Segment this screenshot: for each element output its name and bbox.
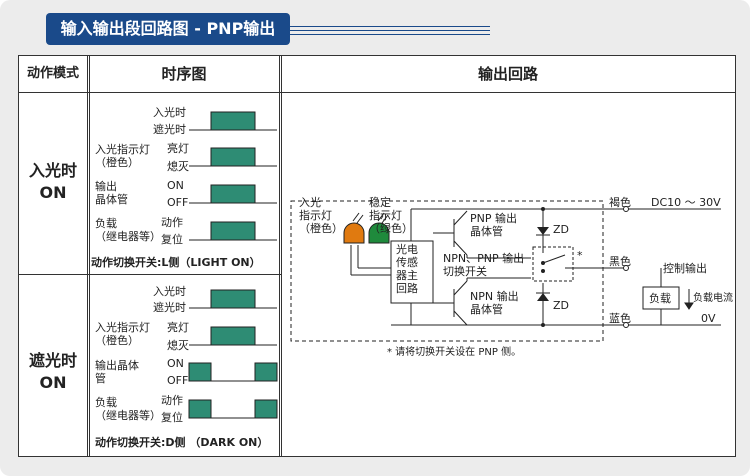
header-mode: 动作模式 bbox=[26, 66, 79, 81]
header-circuit: 输出回路 bbox=[477, 65, 538, 83]
signal-label: 输出晶体 管 bbox=[95, 359, 139, 385]
sensor-label: 光电 传感 器主 回路 bbox=[396, 243, 418, 295]
header-timing: 时序图 bbox=[161, 65, 207, 83]
divider bbox=[19, 92, 735, 93]
zd-label: ZD bbox=[553, 299, 570, 312]
supply-label: DC10 ～ 30V bbox=[651, 196, 721, 209]
divider bbox=[89, 56, 90, 456]
pulse-indicator bbox=[210, 147, 256, 167]
state-label: 遮光时 bbox=[153, 301, 186, 314]
pulse-light bbox=[210, 111, 256, 131]
load-label: 负载 bbox=[649, 292, 671, 305]
wire-brown-label: 褐色 bbox=[609, 196, 631, 209]
state-label: 复位 bbox=[161, 233, 183, 246]
zero-volt-label: 0V bbox=[701, 312, 716, 325]
control-output-label: 控制输出 bbox=[663, 262, 707, 275]
switch-box bbox=[532, 246, 574, 282]
wire-black-label: 黑色 bbox=[609, 255, 631, 268]
mode-light-on-line2: ON bbox=[39, 183, 67, 202]
signal-label: 负载 （继电器等） bbox=[95, 396, 161, 422]
state-label: ON bbox=[167, 357, 184, 370]
switch-note-pnp: * 请将切换开关设在 PNP 侧。 bbox=[387, 347, 522, 358]
switch-note: 动作切换开关:D侧 （DARK ON） bbox=[95, 436, 269, 449]
timing-waveforms bbox=[188, 111, 278, 419]
zener-diodes bbox=[536, 206, 629, 328]
state-label: ON bbox=[167, 179, 184, 192]
state-label: 亮灯 bbox=[167, 321, 189, 334]
pulse-load bbox=[254, 399, 278, 419]
pulse-load bbox=[188, 399, 212, 419]
state-label: 熄灭 bbox=[167, 339, 189, 352]
asterisk-mark: * bbox=[577, 249, 583, 262]
pulse-load bbox=[210, 221, 256, 241]
state-label: 入光时 bbox=[153, 106, 186, 119]
state-label: 入光时 bbox=[153, 285, 186, 298]
mode-light-on: 入光时 ON bbox=[19, 160, 87, 204]
lamp-stable-label: 稳定 指示灯 （绿色） bbox=[369, 196, 413, 235]
state-label: 亮灯 bbox=[167, 142, 189, 155]
pulse-output bbox=[210, 184, 256, 204]
signal-label: 负载 （继电器等） bbox=[95, 217, 161, 243]
mode-dark-on-line1: 遮光时 bbox=[28, 351, 77, 370]
indicator-lamp-orange-icon bbox=[343, 222, 365, 244]
zd-label: ZD bbox=[553, 223, 570, 236]
divider bbox=[19, 274, 281, 275]
state-label: OFF bbox=[167, 374, 189, 387]
load-box bbox=[642, 286, 680, 310]
state-label: OFF bbox=[167, 196, 189, 209]
state-label: 复位 bbox=[161, 411, 183, 424]
switch-note: 动作切换开关:L侧（LIGHT ON） bbox=[91, 256, 261, 269]
sensor-boundary bbox=[290, 200, 604, 342]
pulse-indicator bbox=[210, 326, 256, 346]
page-title: 输入输出段回路图 - PNP输出 bbox=[46, 13, 290, 45]
mode-dark-on-line2: ON bbox=[39, 373, 67, 392]
lamp-in-label: 入光 指示灯 （橙色） bbox=[299, 196, 343, 235]
indicator-lamp-green-icon bbox=[368, 222, 390, 244]
light-emission-icon bbox=[352, 212, 389, 224]
state-label: 动作 bbox=[161, 394, 183, 407]
title-decoration bbox=[290, 26, 490, 38]
arrow-down-icon bbox=[684, 289, 694, 310]
state-label: 熄灭 bbox=[167, 160, 189, 173]
signal-label: 入光指示灯 （橙色） bbox=[95, 143, 150, 169]
signal-label: 入光指示灯 （橙色） bbox=[95, 321, 150, 347]
signal-label: 输出 晶体管 bbox=[95, 180, 128, 206]
divider bbox=[279, 56, 280, 456]
state-label: 遮光时 bbox=[153, 123, 186, 136]
pulse-light bbox=[210, 289, 256, 309]
pulse-output bbox=[188, 362, 212, 382]
mode-dark-on: 遮光时 ON bbox=[19, 350, 87, 394]
sensor-main-circuit bbox=[390, 240, 434, 304]
state-label: 动作 bbox=[161, 216, 183, 229]
wire-blue-label: 蓝色 bbox=[609, 312, 631, 325]
pulse-output bbox=[254, 362, 278, 382]
circuit-table: 动作模式 时序图 输出回路 入光时 ON 遮光时 ON 入光时 遮光时 入光指示… bbox=[18, 55, 736, 457]
divider bbox=[87, 56, 88, 456]
divider bbox=[281, 56, 282, 456]
switch-label: NPN、PNP 输出 切换开关 bbox=[443, 252, 525, 278]
mode-light-on-line1: 入光时 bbox=[28, 161, 77, 180]
output-circuit bbox=[290, 200, 721, 342]
pnp-label: PNP 输出 晶体管 bbox=[470, 212, 517, 238]
npn-label: NPN 输出 晶体管 bbox=[470, 290, 519, 316]
load-current-label: 负载电流 bbox=[693, 293, 733, 304]
